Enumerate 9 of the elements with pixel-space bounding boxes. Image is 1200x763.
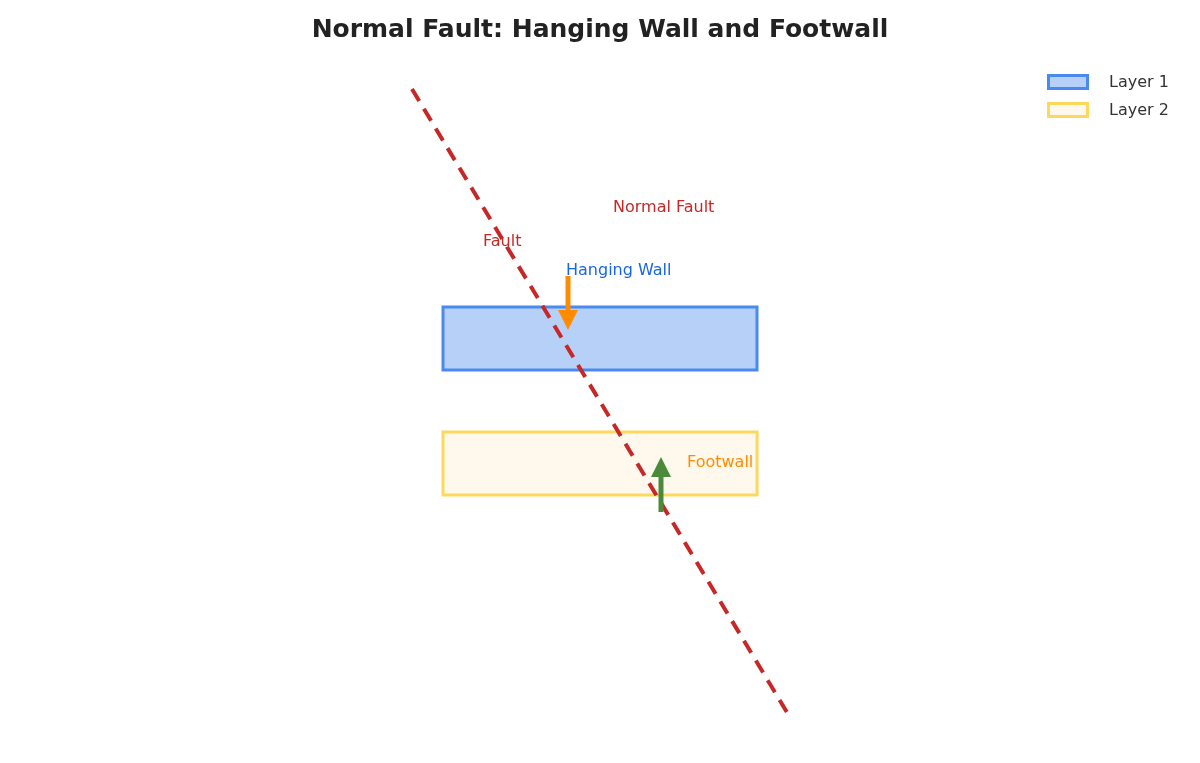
legend-label: Layer 2 [1109,100,1169,119]
rock-layer [441,430,759,497]
fault-label: Normal Fault [613,197,715,217]
rock-layer [441,305,759,372]
legend-label: Layer 1 [1109,72,1169,91]
block-label: Footwall [687,452,754,472]
block-label: Hanging Wall [566,260,672,280]
fault-label: Fault [483,231,522,251]
diagram-title: Normal Fault: Hanging Wall and Footwall [310,14,890,43]
